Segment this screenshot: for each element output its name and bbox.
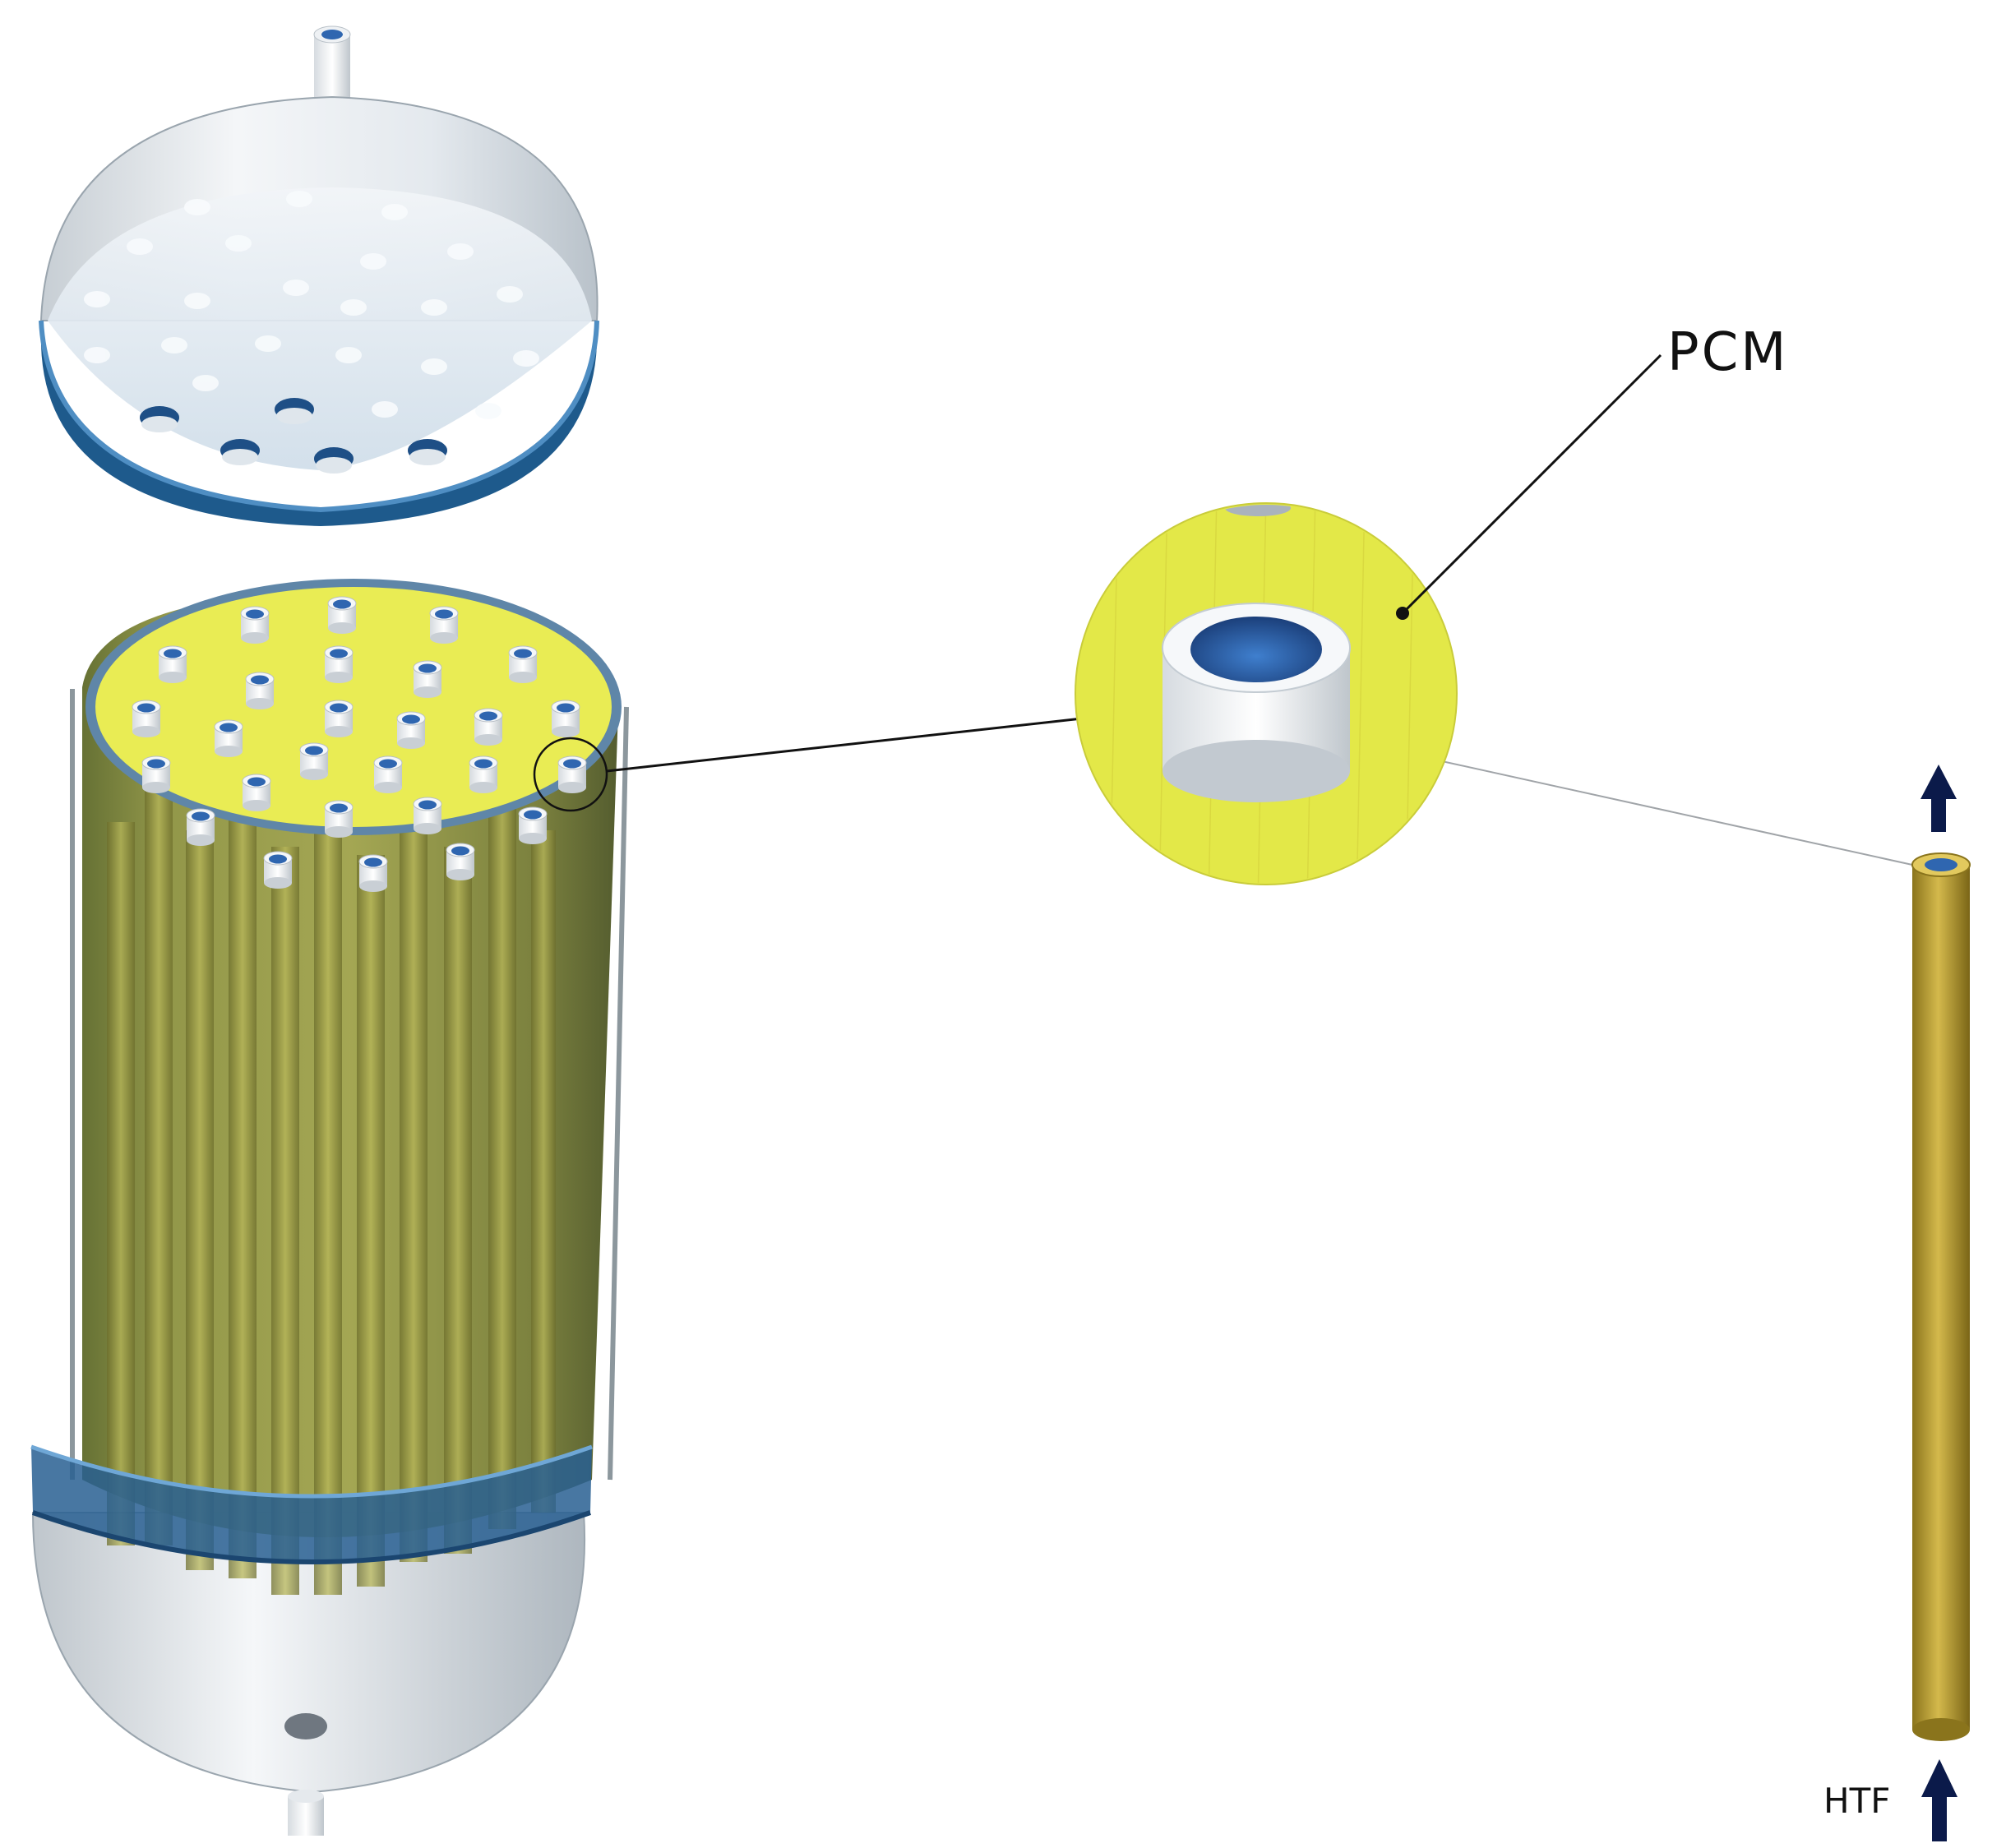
pcm-label: PCM bbox=[1667, 322, 1789, 383]
zoom-selector bbox=[533, 737, 608, 812]
tube-leader-line bbox=[1441, 760, 1913, 866]
zoom-detail bbox=[1075, 502, 1458, 885]
up-arrow-icon bbox=[1921, 1759, 1957, 1841]
single-tube bbox=[1911, 852, 1971, 1741]
zoom-leader-line bbox=[606, 717, 1083, 773]
htf-label: HTF bbox=[1823, 1781, 1891, 1821]
shell-body bbox=[30, 579, 629, 1836]
pcm-leader-line bbox=[1401, 353, 1662, 615]
up-arrow-icon bbox=[1920, 765, 1957, 832]
top-dome bbox=[39, 25, 599, 526]
